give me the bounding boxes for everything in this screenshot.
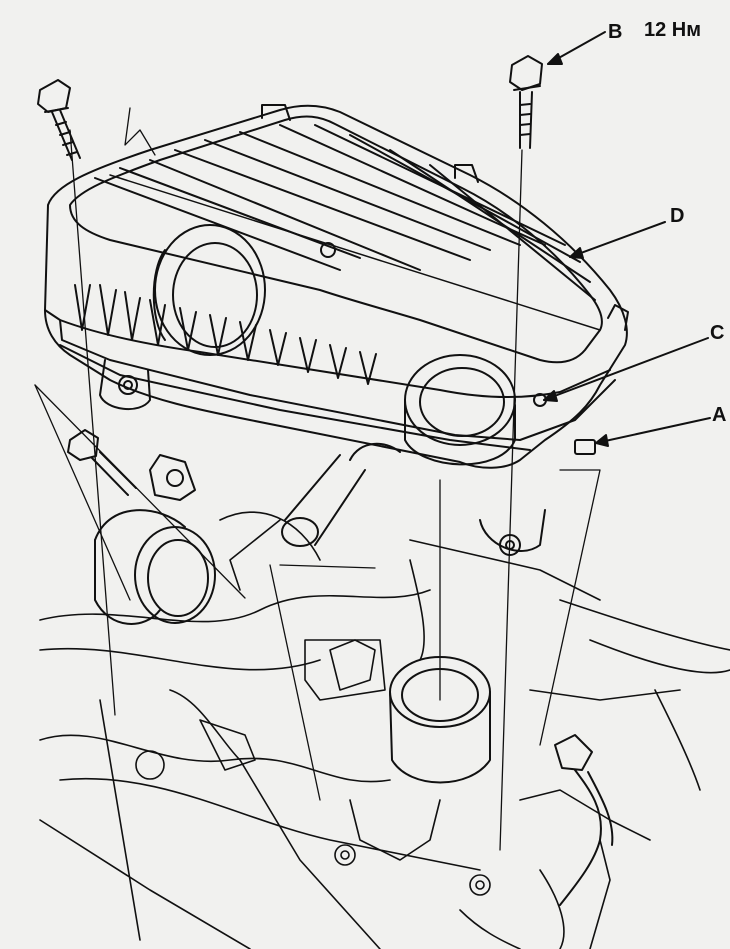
engine-components <box>39 511 730 949</box>
leader-d <box>569 221 666 258</box>
air-cleaner-housing <box>44 104 629 556</box>
assembly-guide-lines <box>34 107 601 851</box>
electrical-connector <box>554 734 614 906</box>
callout-arrows <box>543 31 711 447</box>
bolt-b <box>509 55 543 149</box>
intake-duct <box>94 454 216 625</box>
leader-c <box>543 337 709 401</box>
leader-a <box>595 417 711 444</box>
callout-a-label: A <box>712 404 727 426</box>
torque-spec: 12 Нм <box>644 19 702 41</box>
bolt-left-top <box>37 79 81 161</box>
bolt-lower-left <box>67 429 137 496</box>
throttle-body <box>389 656 491 784</box>
callout-c-label: C <box>710 322 725 344</box>
callout-d-label: D <box>670 205 685 227</box>
callout-b-label: B <box>608 21 623 43</box>
